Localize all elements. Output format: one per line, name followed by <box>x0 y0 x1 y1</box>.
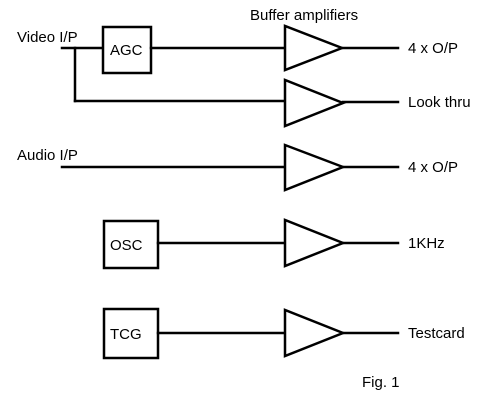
video-buffer-amplifier <box>283 24 346 72</box>
osc-label: OSC <box>110 237 143 254</box>
osc-block: OSC <box>102 219 160 270</box>
tcg-buffer-amplifier <box>283 308 347 358</box>
osc-buffer-amplifier <box>283 218 347 268</box>
agc-block: AGC <box>101 25 153 75</box>
video-output-label: 4 x O/P <box>408 40 458 57</box>
audio-buffer-amplifier <box>283 143 347 192</box>
tcg-label: TCG <box>110 326 142 343</box>
look-thru-output-label: Look thru <box>408 94 471 111</box>
buffer-amplifiers-heading: Buffer amplifiers <box>250 7 358 24</box>
figure-caption: Fig. 1 <box>362 374 400 391</box>
osc-output-label: 1KHz <box>408 235 445 252</box>
tcg-block: TCG <box>102 307 160 360</box>
video-input-label: Video I/P <box>17 29 78 46</box>
look-thru-buffer-amplifier <box>283 78 347 128</box>
audio-output-label: 4 x O/P <box>408 159 458 176</box>
agc-label: AGC <box>110 42 143 59</box>
tcg-output-label: Testcard <box>408 325 465 342</box>
audio-input-label: Audio I/P <box>17 147 78 164</box>
